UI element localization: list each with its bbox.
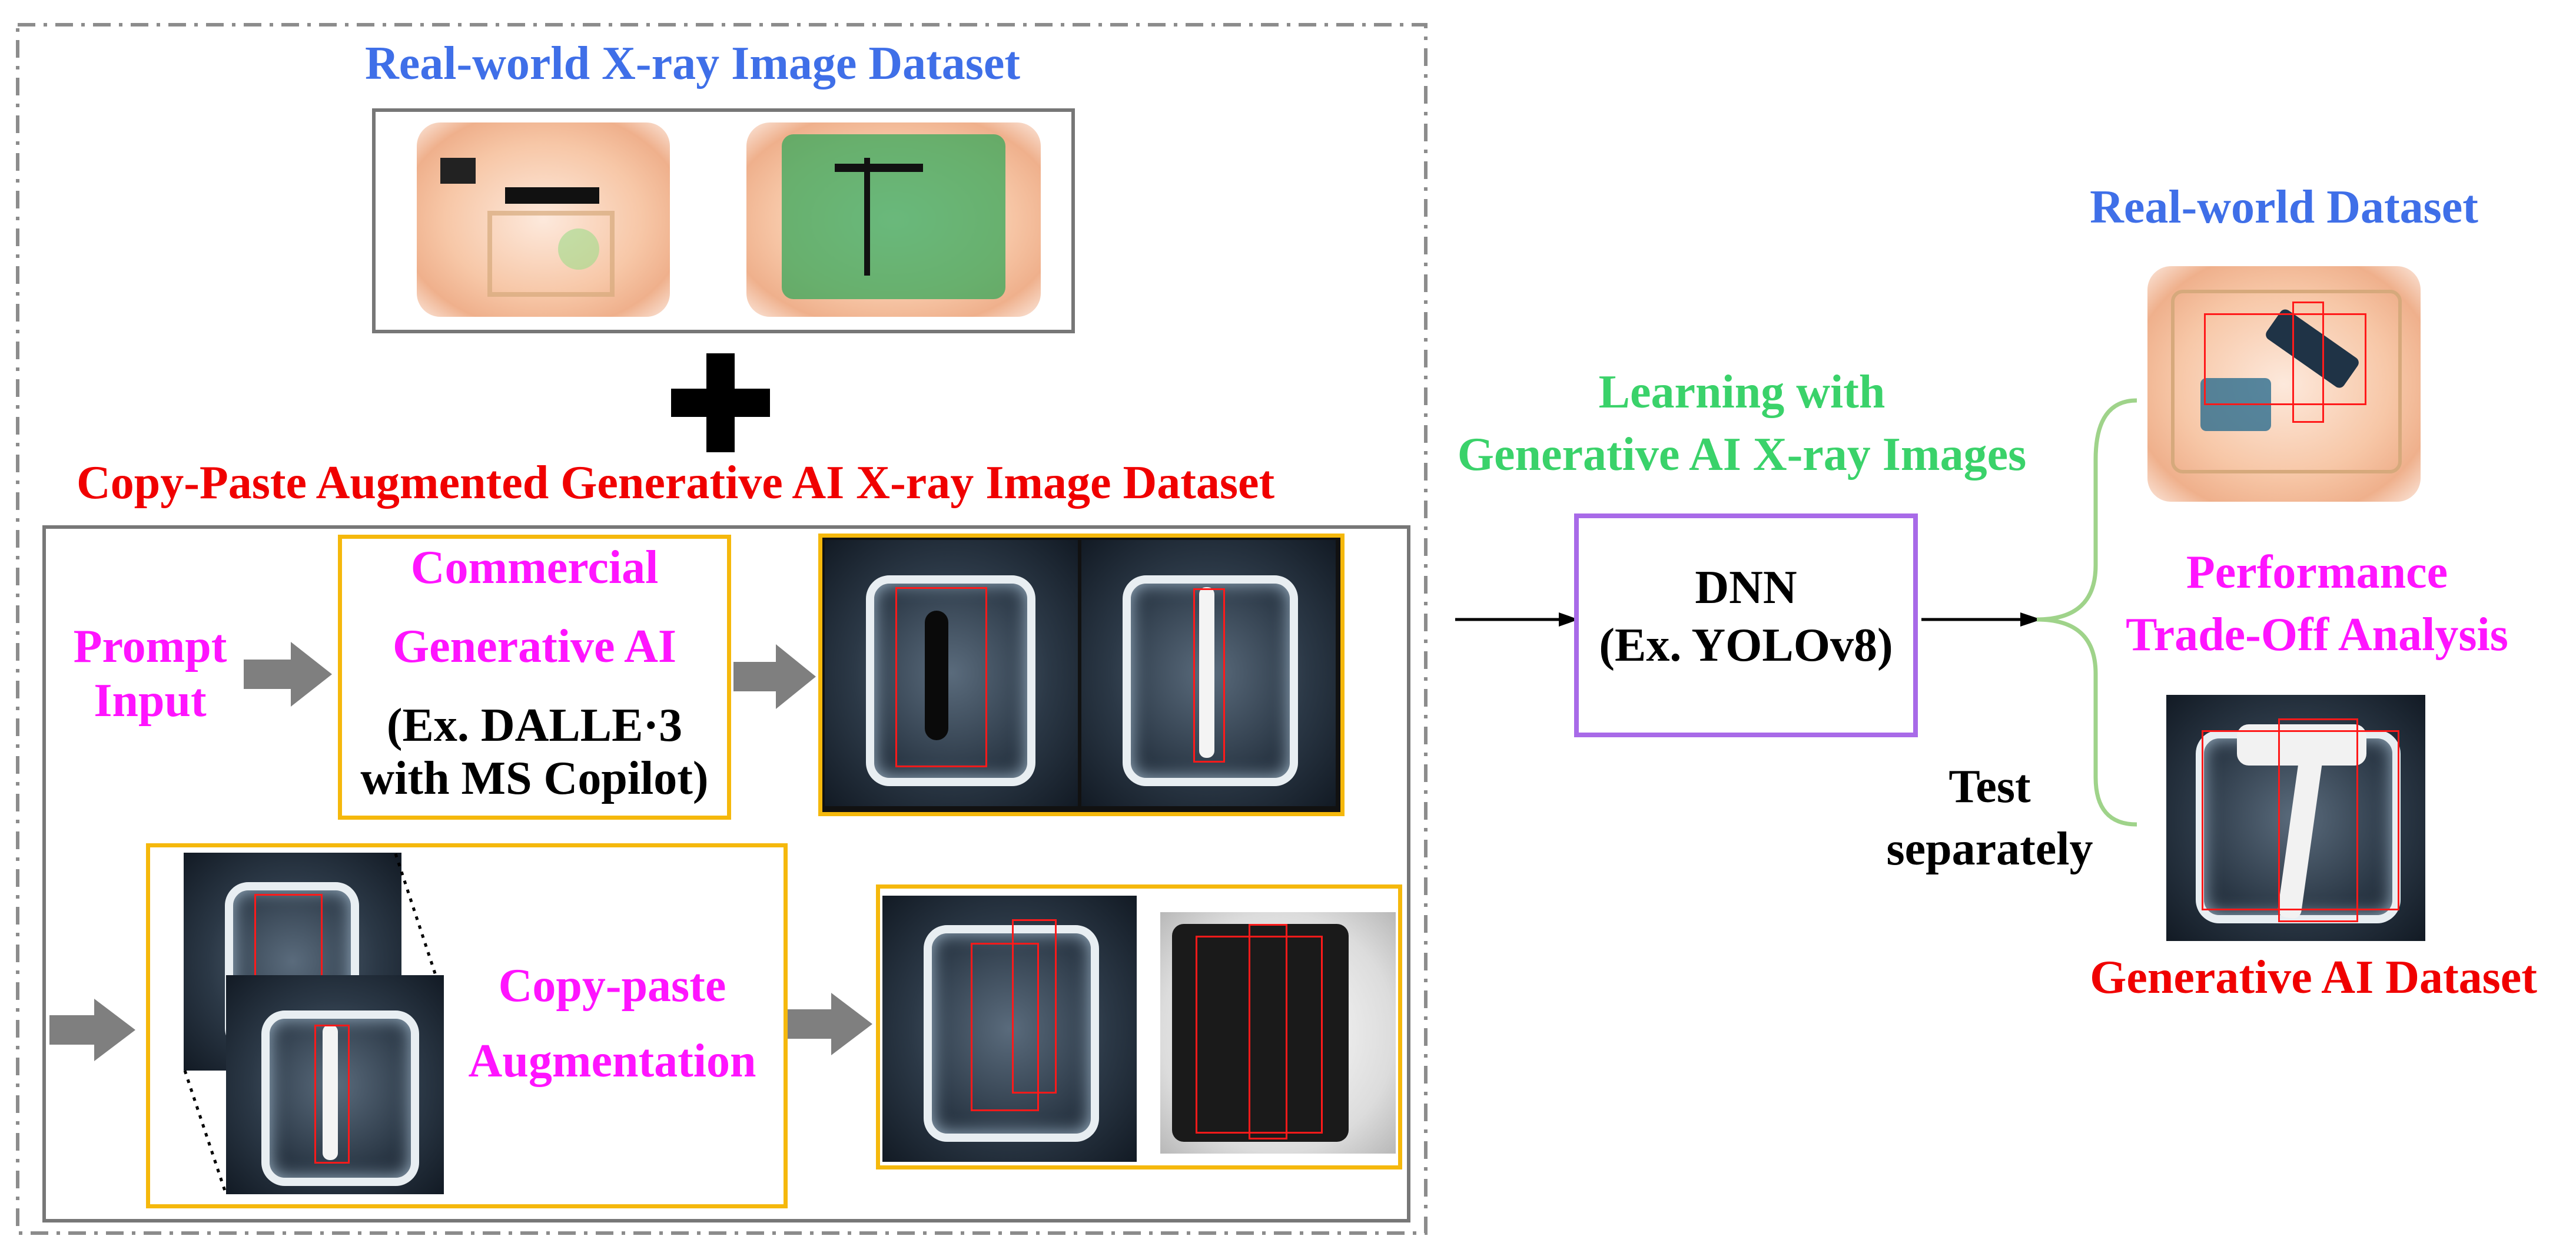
arrow-icon xyxy=(1455,612,1579,627)
copy-paste-label: Copy-paste xyxy=(498,960,726,1012)
realworld-images-box xyxy=(372,108,1075,333)
brace-icon xyxy=(2037,398,2137,827)
augmented-images-box xyxy=(876,884,1402,1169)
gray-arrow-icon xyxy=(733,644,816,709)
genai-test-image xyxy=(2166,695,2425,941)
xray-image-1 xyxy=(417,122,670,317)
gray-arrow-icon xyxy=(788,993,872,1055)
augmented-xray-1 xyxy=(882,896,1137,1162)
plus-icon xyxy=(671,353,770,452)
dotted-projection-lines xyxy=(183,853,437,1195)
arrow-icon xyxy=(1921,612,2041,627)
generative-ai-label: Generative AI xyxy=(392,621,677,672)
augmented-xray-2 xyxy=(1160,912,1396,1154)
realworld-dataset-title: Real-world Dataset xyxy=(2090,181,2478,233)
generated-images-box xyxy=(818,534,1345,816)
copy-paste-dataset-box xyxy=(42,525,1410,1222)
dnn-box xyxy=(1574,513,1918,737)
augmentation-label: Augmentation xyxy=(468,1035,756,1087)
genai-dataset-title: Generative AI Dataset xyxy=(2090,952,2537,1003)
target-xray-toolbox xyxy=(226,975,444,1194)
commercial-genai-box xyxy=(338,535,731,820)
xray-image-2 xyxy=(746,122,1041,317)
copy-paste-dataset-title: Copy-Paste Augmented Generative AI X-ray… xyxy=(77,457,1275,509)
realworld-test-image xyxy=(2147,266,2421,502)
dnn-label: DNN(Ex. YOLOv8) xyxy=(1599,562,1893,671)
generated-xray-pliers xyxy=(825,540,1078,806)
realworld-xray-dataset-title: Real-world X-ray Image Dataset xyxy=(365,38,1021,90)
gray-arrow-icon xyxy=(49,999,135,1061)
gray-arrow-icon xyxy=(244,642,332,707)
generated-xray-toolbox xyxy=(1081,540,1336,806)
commercial-label: Commercial xyxy=(410,542,659,594)
